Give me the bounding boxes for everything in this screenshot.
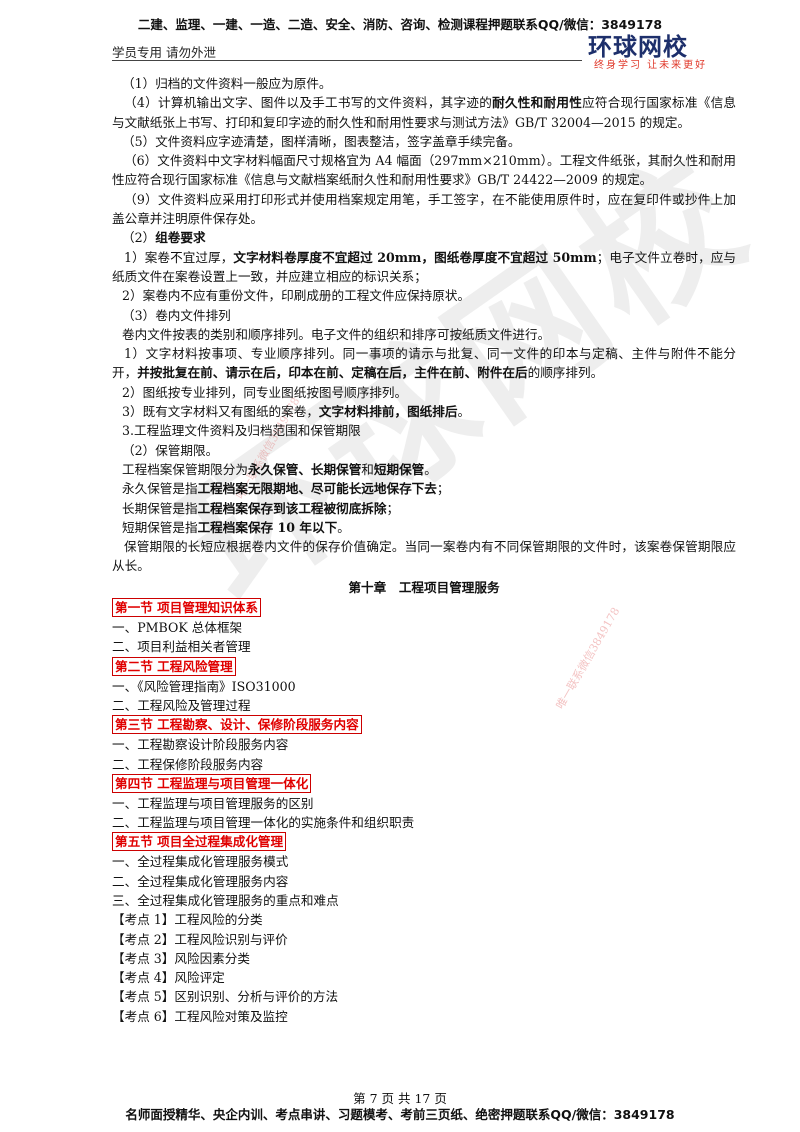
para-text-order: 1）文字材料按事项、专业顺序排列。同一事项的请示与批复、同一文件的印本与定稿、主… (112, 344, 736, 383)
kaodian-item: 【考点 1】工程风险的分类 (112, 912, 263, 928)
heading-volume-req: （2）组卷要求 (112, 228, 736, 247)
section-heading: 第一节 项目管理知识体系 (112, 598, 736, 618)
kaodian-item: 【考点 6】工程风险对策及监控 (112, 1008, 288, 1024)
list-item: 二、工程监理与项目管理一体化的实施条件和组织职责 (112, 815, 415, 831)
text: ；电子文件立卷时，应与纸质文件在案卷设置上一致，并应建立相应的标识关系； (112, 249, 736, 284)
logo-text: 环球网校 (588, 33, 688, 61)
header-contact: 二建、监理、一建、一造、二造、安全、消防、咨询、检测课程押题联系QQ/微信：38… (137, 17, 663, 32)
list-item: 一、全过程集成化管理服务模式 (112, 854, 289, 870)
bold-text: 组卷要求 (155, 230, 206, 246)
para-retention-types: 工程档案保管期限分为永久保管、长期保管和短期保管。 (112, 460, 736, 479)
para-paper-size: （6）文件资料中文字材料幅面尺寸规格宜为 A4 幅面（297mm×210mm）。… (112, 153, 736, 188)
list-item: 二、全过程集成化管理服务内容 (112, 873, 289, 889)
bold-text: 耐久性和耐用性 (492, 95, 583, 111)
para-no-duplicate: 2）案卷内不应有重份文件，印刷成册的工程文件应保持原状。 (122, 288, 471, 304)
list-item: 二、项目利益相关者管理 (112, 639, 251, 655)
para-drawing-order: 2）图纸按专业排列，同专业图纸按图号顺序排列。 (122, 384, 408, 400)
document-body: （1）归档的文件资料一般应为原件。 （4）计算机输出文字、图件以及手工书写的文件… (112, 74, 736, 1026)
bold-text: 短期保管 (373, 461, 425, 477)
text: 短期保管是指 (122, 519, 198, 535)
para-print-form: （9）文件资料应采用打印形式并使用档案规定用笔，手工签字，在不能使用原件时，应在… (112, 191, 736, 227)
text: 的顺序排列。 (527, 365, 604, 381)
para-permanent: 永久保管是指工程档案无限期地、尽可能长远地保存下去； (112, 479, 736, 498)
bold-text: 工程档案保存到该工程被彻底拆除 (197, 500, 387, 516)
para-original-docs: （1）归档的文件资料一般应为原件。 (122, 76, 332, 91)
section-heading: 第四节 工程监理与项目管理一体化 (112, 773, 736, 794)
bold-text: 文字材料卷厚度不宜超过 20mm，图纸卷厚度不宜超过 50mm (233, 249, 597, 265)
section-heading: 第五节 项目全过程集成化管理 (112, 832, 736, 852)
section-title-3: 第三节 工程勘察、设计、保修阶段服务内容 (112, 715, 362, 735)
bold-text: 文字材料排前，图纸排后 (318, 404, 458, 420)
heading-archive-scope: 3.工程监理文件资料及归档范围和保管期限 (122, 423, 361, 439)
text: 1）案卷不宜过厚， (124, 249, 234, 265)
list-item: 一、PMBOK 总体框架 (112, 620, 243, 636)
text: 。 (424, 461, 437, 477)
text: ； (436, 481, 450, 497)
section-heading: 第三节 工程勘察、设计、保修阶段服务内容 (112, 715, 736, 735)
para-order-rule: 卷内文件按表的类别和顺序排列。电子文件的组织和排序可按纸质文件进行。 (122, 326, 551, 342)
text: 长期保管是指 (122, 500, 198, 516)
kaodian-item: 【考点 5】区别识别、分析与评价的方法 (112, 989, 339, 1005)
heading-retention: （2）保管期限。 (122, 442, 219, 458)
list-item: 一、工程勘察设计阶段服务内容 (112, 737, 289, 753)
para-volume-thickness: 1）案卷不宜过厚，文字材料卷厚度不宜超过 20mm，图纸卷厚度不宜超过 50mm… (112, 248, 736, 287)
text: 。 (457, 404, 471, 420)
text: （4）计算机输出文字、图件以及手工书写的文件资料，其字迹的 (124, 95, 493, 111)
list-item: 一、《风险管理指南》ISO31000 (112, 678, 296, 694)
section-title-4: 第四节 工程监理与项目管理一体化 (112, 773, 312, 793)
kaodian-item: 【考点 2】工程风险识别与评价 (112, 931, 288, 947)
footer-contact: 名师面授精华、央企内训、考点串讲、习题模考、考前三页纸、绝密押题联系QQ/微信：… (125, 1107, 675, 1122)
chapter-title: 第十章 工程项目管理服务 (348, 579, 500, 595)
text: 永久保管是指 (122, 481, 198, 497)
para-mixed-order: 3）既有文字材料又有图纸的案卷，文字材料排前，图纸排后。 (112, 402, 736, 421)
header-divider (112, 60, 582, 61)
section-title-5: 第五节 项目全过程集成化管理 (112, 832, 287, 852)
text: （2） (122, 230, 156, 246)
section-heading: 第二节 工程风险管理 (112, 656, 736, 677)
header-notice: 学员专用 请勿外泄 (112, 45, 216, 60)
para-durability: （4）计算机输出文字、图件以及手工书写的文件资料，其字迹的耐久性和耐用性应符合现… (112, 93, 736, 132)
list-item: 一、工程监理与项目管理服务的区别 (112, 795, 314, 811)
list-item: 二、工程风险及管理过程 (112, 697, 251, 713)
kaodian-item: 【考点 4】风险评定 (112, 970, 225, 986)
text: 。 (337, 519, 350, 535)
heading-file-order: （3）卷内文件排列 (122, 307, 231, 323)
kaodian-item: 【考点 3】风险因素分类 (112, 950, 250, 966)
text: 和 (361, 461, 374, 477)
brand-logo: 环球网校 终身学习 让未来更好 (588, 34, 738, 72)
section-title-2: 第二节 工程风险管理 (112, 656, 236, 676)
page-number: 第 7 页 共 17 页 (353, 1091, 447, 1106)
para-short-term: 短期保管是指工程档案保存 10 年以下。 (112, 518, 736, 537)
logo-slogan: 终身学习 让未来更好 (594, 60, 708, 71)
para-retention-rule: 保管期限的长短应根据卷内文件的保存价值确定。当同一案卷内有不同保管期限的文件时，… (112, 539, 736, 574)
text: 1）文字材料按事项、专业顺序排列。同一事项的请示与批复、同一文件的印本与定稿、主… (112, 346, 736, 381)
text: 应符合现行国家标准《信息与文献纸张上书写、打印和复印字迹的耐久性和耐用性要求与测… (112, 95, 736, 130)
list-item: 二、工程保修阶段服务内容 (112, 756, 264, 772)
text: ； (386, 500, 400, 516)
bold-text: 工程档案保存 10 年以下 (197, 519, 338, 535)
bold-text: 工程档案无限期地、尽可能长远地保存下去 (197, 481, 437, 497)
bold-text: 并按批复在前、请示在后，印本在前、定稿在后，主件在前、附件在后 (137, 365, 528, 381)
text: 3）既有文字材料又有图纸的案卷， (122, 404, 319, 420)
para-long-term: 长期保管是指工程档案保存到该工程被彻底拆除； (112, 499, 736, 518)
para-legibility: （5）文件资料应字迹清楚，图样清晰，图表整洁，签字盖章手续完备。 (122, 133, 521, 149)
list-item: 三、全过程集成化管理服务的重点和难点 (112, 892, 339, 908)
section-title-1: 第一节 项目管理知识体系 (112, 598, 261, 618)
text: 工程档案保管期限分为 (122, 461, 248, 477)
bold-text: 永久保管、长期保管 (247, 461, 362, 477)
